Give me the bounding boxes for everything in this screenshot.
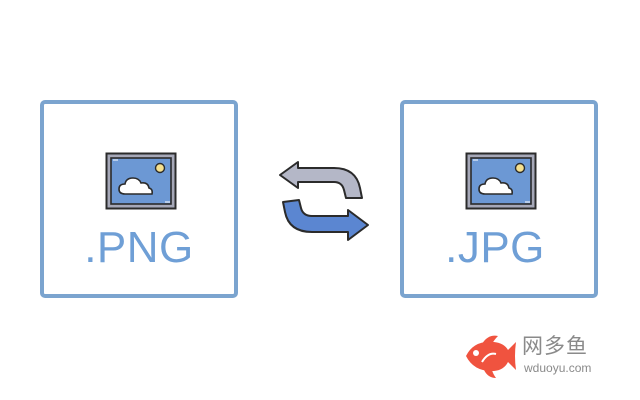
jpg-file-card: .JPG bbox=[400, 100, 598, 298]
png-file-card: .PNG bbox=[40, 100, 238, 298]
watermark-title: 网多鱼 bbox=[522, 334, 588, 358]
jpg-label: .JPG bbox=[445, 223, 545, 272]
image-icon bbox=[105, 152, 177, 210]
png-label: .PNG bbox=[84, 223, 194, 272]
swap-arrows-icon[interactable] bbox=[276, 158, 370, 244]
fish-logo-icon bbox=[466, 335, 516, 378]
watermark: 网多鱼 wduoyu.com bbox=[460, 332, 610, 380]
watermark-domain: wduoyu.com bbox=[524, 361, 592, 375]
image-icon bbox=[465, 152, 537, 210]
